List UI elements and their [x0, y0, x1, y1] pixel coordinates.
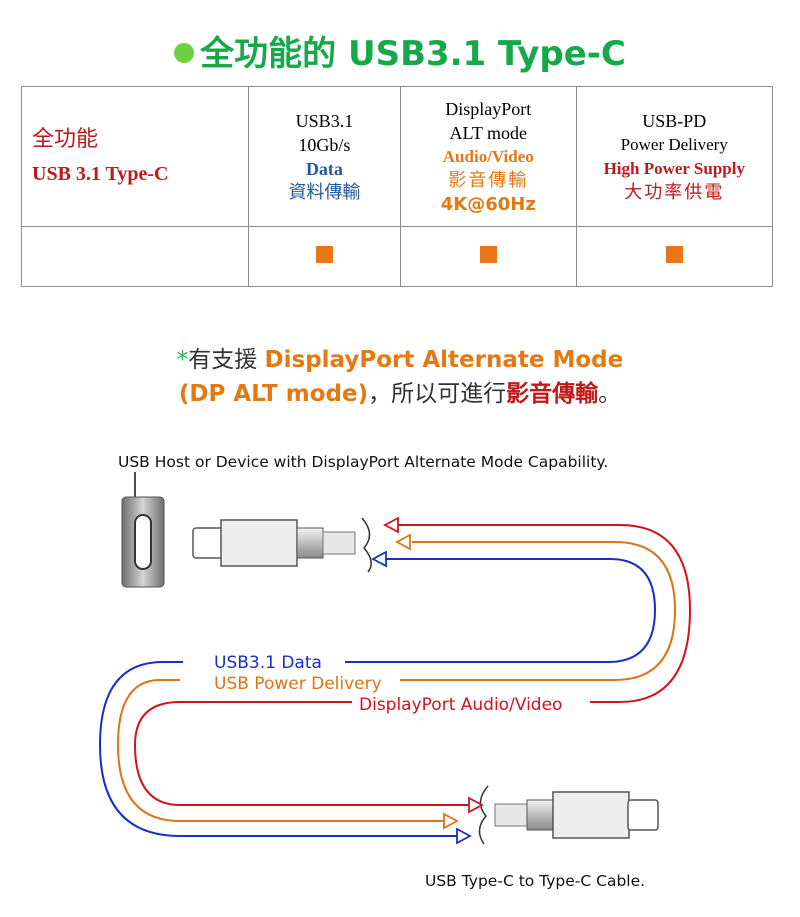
bottom-plug-icon: [478, 785, 659, 845]
cable-caption: USB Type-C to Type-C Cable.: [425, 872, 645, 890]
usb-pd-cell: USB-PD Power Delivery High Power Supply …: [575, 86, 774, 227]
dp-alt-line4: 影音傳輸: [448, 169, 529, 191]
power-arrow-right-icon: [443, 812, 459, 830]
dp-alt-note-line1: *有支援 DisplayPort Alternate Mode: [0, 340, 800, 374]
usb31-cell: USB3.1 10Gb/s Data 資料傳輸: [247, 86, 402, 227]
green-dot-icon: [174, 42, 195, 63]
usb31-line2: 10Gb/s: [298, 134, 351, 155]
label-usb31-data: USB3.1 Data: [214, 653, 322, 673]
power-delivery-path-lower: [116, 679, 445, 822]
dp-alt-line2: ALT mode: [449, 122, 528, 143]
data-arrow-left-icon: [371, 550, 387, 568]
feature-table: 全功能 USB 3.1 Type-C USB3.1 10Gb/s Data 資料…: [21, 86, 774, 287]
cable-diagram: USB Host or Device with DisplayPort Alte…: [98, 453, 692, 890]
label-usb-power-delivery: USB Power Delivery: [214, 674, 382, 694]
feature-name-line1: 全功能: [32, 126, 99, 152]
note-highlight2: (DP ALT mode): [178, 381, 369, 407]
feature-name-line2: USB 3.1 Type-C: [32, 162, 169, 185]
displayport-path: [396, 524, 692, 703]
host-caption: USB Host or Device with DisplayPort Alte…: [118, 453, 608, 471]
usb-pd-line1: USB-PD: [642, 110, 707, 131]
dp-alt-note-line2: (DP ALT mode)，所以可進行影音傳輸。: [0, 374, 800, 408]
note-asterisk: *: [176, 347, 189, 373]
power-delivery-path: [400, 541, 677, 681]
table-marker-row: [21, 226, 774, 287]
note-text1: 有支援: [188, 347, 265, 373]
title-text: 全功能的 USB3.1 Type-C: [200, 34, 626, 74]
dp-alt-line1: DisplayPort: [445, 98, 532, 119]
usb-pd-line3: High Power Supply: [603, 158, 745, 178]
usb31-data-path: [345, 558, 657, 663]
usb-pd-line4: 大功率供電: [624, 181, 725, 203]
feature-name-cell: 全功能 USB 3.1 Type-C: [21, 86, 249, 227]
note-text3: 。: [598, 381, 622, 407]
note-highlight1: DisplayPort Alternate Mode: [264, 347, 624, 373]
dp-alt-cell: DisplayPort ALT mode Audio/Video 影音傳輸 4K…: [400, 86, 577, 227]
orange-square-icon: [665, 245, 683, 263]
table-header-row: 全功能 USB 3.1 Type-C USB3.1 10Gb/s Data 資料…: [21, 86, 774, 227]
usb-pd-line2: Power Delivery: [620, 134, 728, 154]
note-text2: ，所以可進行: [368, 381, 507, 407]
usb-c-port-icon: [121, 496, 165, 588]
note-highlight3: 影音傳輸: [506, 381, 599, 407]
dp-alt-marker-cell: [400, 226, 577, 287]
dp-alt-line3: Audio/Video: [442, 146, 534, 166]
data-arrow-right-icon: [456, 827, 472, 845]
usb31-line3: Data: [305, 158, 343, 179]
usb31-marker-cell: [247, 226, 402, 287]
displayport-path-lower: [133, 701, 470, 806]
page-title: 全功能的 USB3.1 Type-C: [0, 26, 800, 75]
top-plug-icon: [192, 517, 372, 573]
usb31-data-path-lower: [98, 661, 458, 837]
dp-arrow-left-icon: [383, 516, 399, 534]
dp-alt-line5: 4K@60Hz: [440, 193, 536, 215]
orange-square-icon: [479, 245, 497, 263]
label-displayport-av: DisplayPort Audio/Video: [359, 695, 562, 715]
usb-pd-marker-cell: [575, 226, 774, 287]
usb31-line4: 資料傳輸: [288, 181, 361, 203]
usb31-line1: USB3.1: [295, 110, 354, 131]
power-arrow-left-icon: [395, 533, 411, 551]
orange-square-icon: [315, 245, 333, 263]
empty-cell: [21, 226, 249, 287]
dp-arrow-right-icon: [468, 796, 484, 814]
